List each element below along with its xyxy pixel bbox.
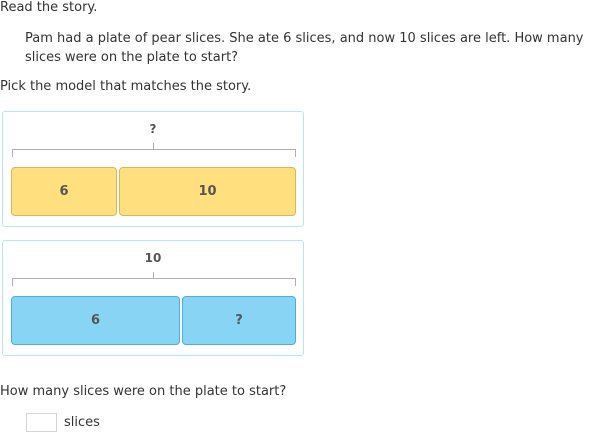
story-line-1: Pam had a plate of pear slices. She ate …: [25, 31, 584, 46]
model-1-segment-1: 6: [11, 167, 117, 216]
question-prompt: How many slices were on the plate to sta…: [0, 384, 287, 399]
model-2-total-label: 10: [144, 251, 162, 265]
read-story-heading: Read the story.: [0, 0, 98, 15]
bracket: [12, 278, 296, 286]
model-option-1[interactable]: ? 6 10: [2, 111, 304, 227]
brace-tick: [153, 272, 154, 278]
model-1-total-label: ?: [149, 122, 157, 136]
brace-tick: [153, 143, 154, 149]
model-2-segment-2: ?: [182, 296, 296, 345]
unit-label: slices: [64, 415, 100, 430]
answer-input[interactable]: [26, 413, 57, 432]
model-2-segment-1: 6: [11, 296, 180, 345]
story-line-2: slices were on the plate to start?: [25, 50, 239, 65]
bracket: [12, 149, 296, 157]
story-text: Pam had a plate of pear slices. She ate …: [25, 29, 600, 67]
model-option-2[interactable]: 10 6 ?: [2, 240, 304, 356]
pick-model-instruction: Pick the model that matches the story.: [0, 79, 252, 94]
model-1-segment-2: 10: [119, 167, 296, 216]
